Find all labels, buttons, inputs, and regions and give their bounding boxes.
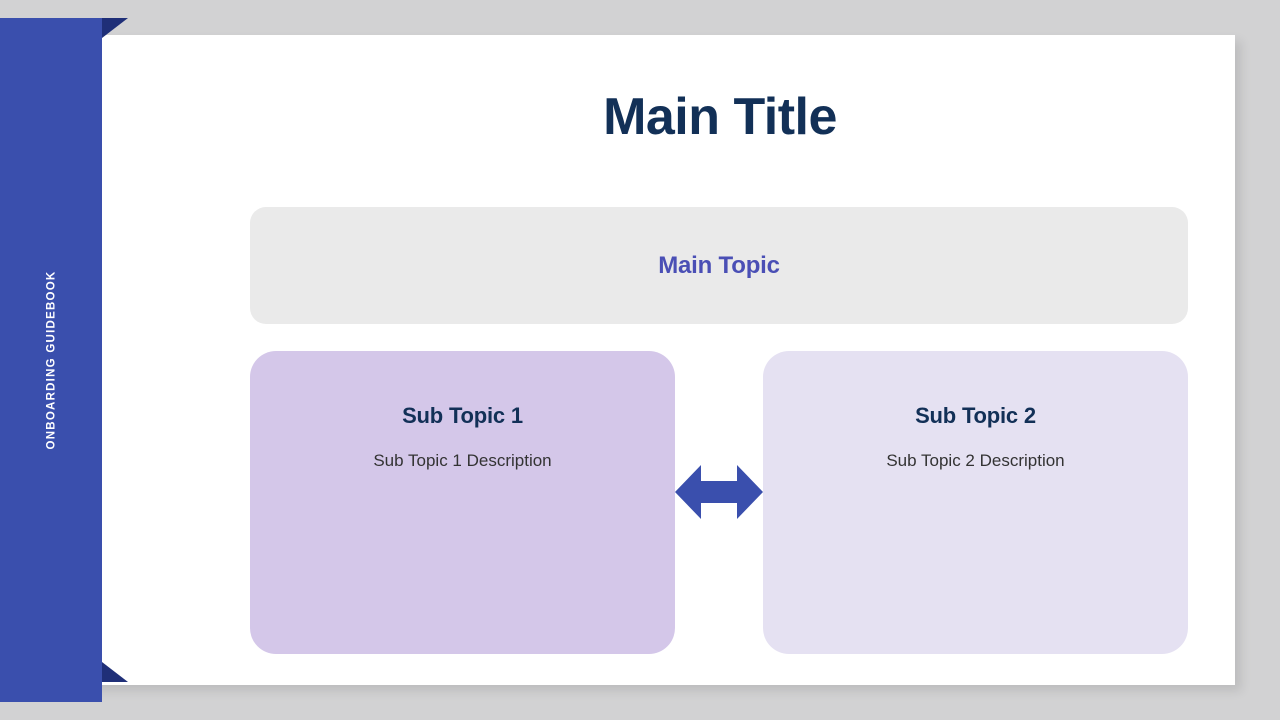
main-topic-label: Main Topic (658, 251, 780, 279)
sub-topic-2-description: Sub Topic 2 Description (886, 451, 1065, 470)
sub-topic-card-1[interactable]: Sub Topic 1 Sub Topic 1 Description (250, 351, 675, 654)
sub-topic-2-title: Sub Topic 2 (915, 403, 1036, 428)
ribbon-label-wrap: ONBOARDING GUIDEBOOK (0, 18, 102, 702)
ribbon-label-text: ONBOARDING GUIDEBOOK (45, 270, 58, 450)
side-ribbon: ONBOARDING GUIDEBOOK (0, 18, 102, 702)
slide-canvas: Main Title Main Topic Sub Topic 1 Sub To… (45, 35, 1235, 685)
double-arrow-horizontal-icon (675, 463, 763, 521)
main-topic-box[interactable]: Main Topic (250, 207, 1188, 324)
sub-topic-1-description: Sub Topic 1 Description (373, 451, 552, 470)
sub-topic-1-title: Sub Topic 1 (402, 403, 523, 428)
ribbon-fold-bottom-icon (102, 662, 128, 682)
ribbon-fold-top-icon (102, 18, 128, 38)
sub-topic-card-2[interactable]: Sub Topic 2 Sub Topic 2 Description (763, 351, 1188, 654)
page-title: Main Title (603, 88, 837, 146)
